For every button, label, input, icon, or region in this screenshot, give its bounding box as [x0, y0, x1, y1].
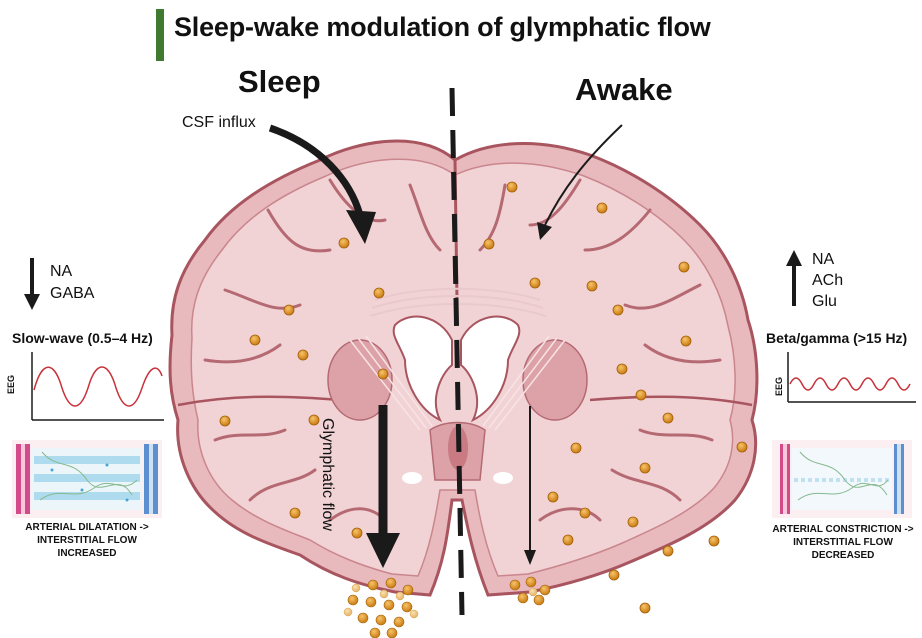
awake-neurotransmitter-na: NA [812, 250, 834, 270]
eeg-axis-label-right: EEG [774, 377, 784, 396]
arterial-dilatation-illustration [12, 440, 162, 518]
awake-neurotransmitter-glu: Glu [812, 292, 837, 312]
slow-wave-eeg-plot [12, 350, 167, 425]
arrow-down-icon [22, 258, 42, 310]
slow-wave-title: Slow-wave (0.5–4 Hz) [12, 330, 153, 346]
awake-label: Awake [575, 72, 673, 108]
sleep-neurotransmitter-na: NA [50, 262, 72, 282]
sleep-label: Sleep [238, 64, 321, 100]
arrow-up-icon [784, 250, 804, 306]
beta-gamma-title: Beta/gamma (>15 Hz) [766, 330, 907, 346]
beta-gamma-eeg-plot [766, 350, 918, 425]
arterial-constriction-illustration [772, 440, 912, 518]
csf-influx-label: CSF influx [182, 113, 256, 133]
eeg-axis-label-left: EEG [6, 375, 16, 394]
arterial-constriction-caption: ARTERIAL CONSTRICTION -> INTERSTITIAL FL… [768, 523, 918, 562]
awake-neurotransmitter-ach: ACh [812, 271, 843, 291]
arterial-dilatation-caption: ARTERIAL DILATATION -> INTERSTITIAL FLOW… [8, 521, 166, 560]
sleep-neurotransmitter-gaba: GABA [50, 284, 94, 304]
glymphatic-flow-label: Glymphatic flow [317, 418, 337, 531]
